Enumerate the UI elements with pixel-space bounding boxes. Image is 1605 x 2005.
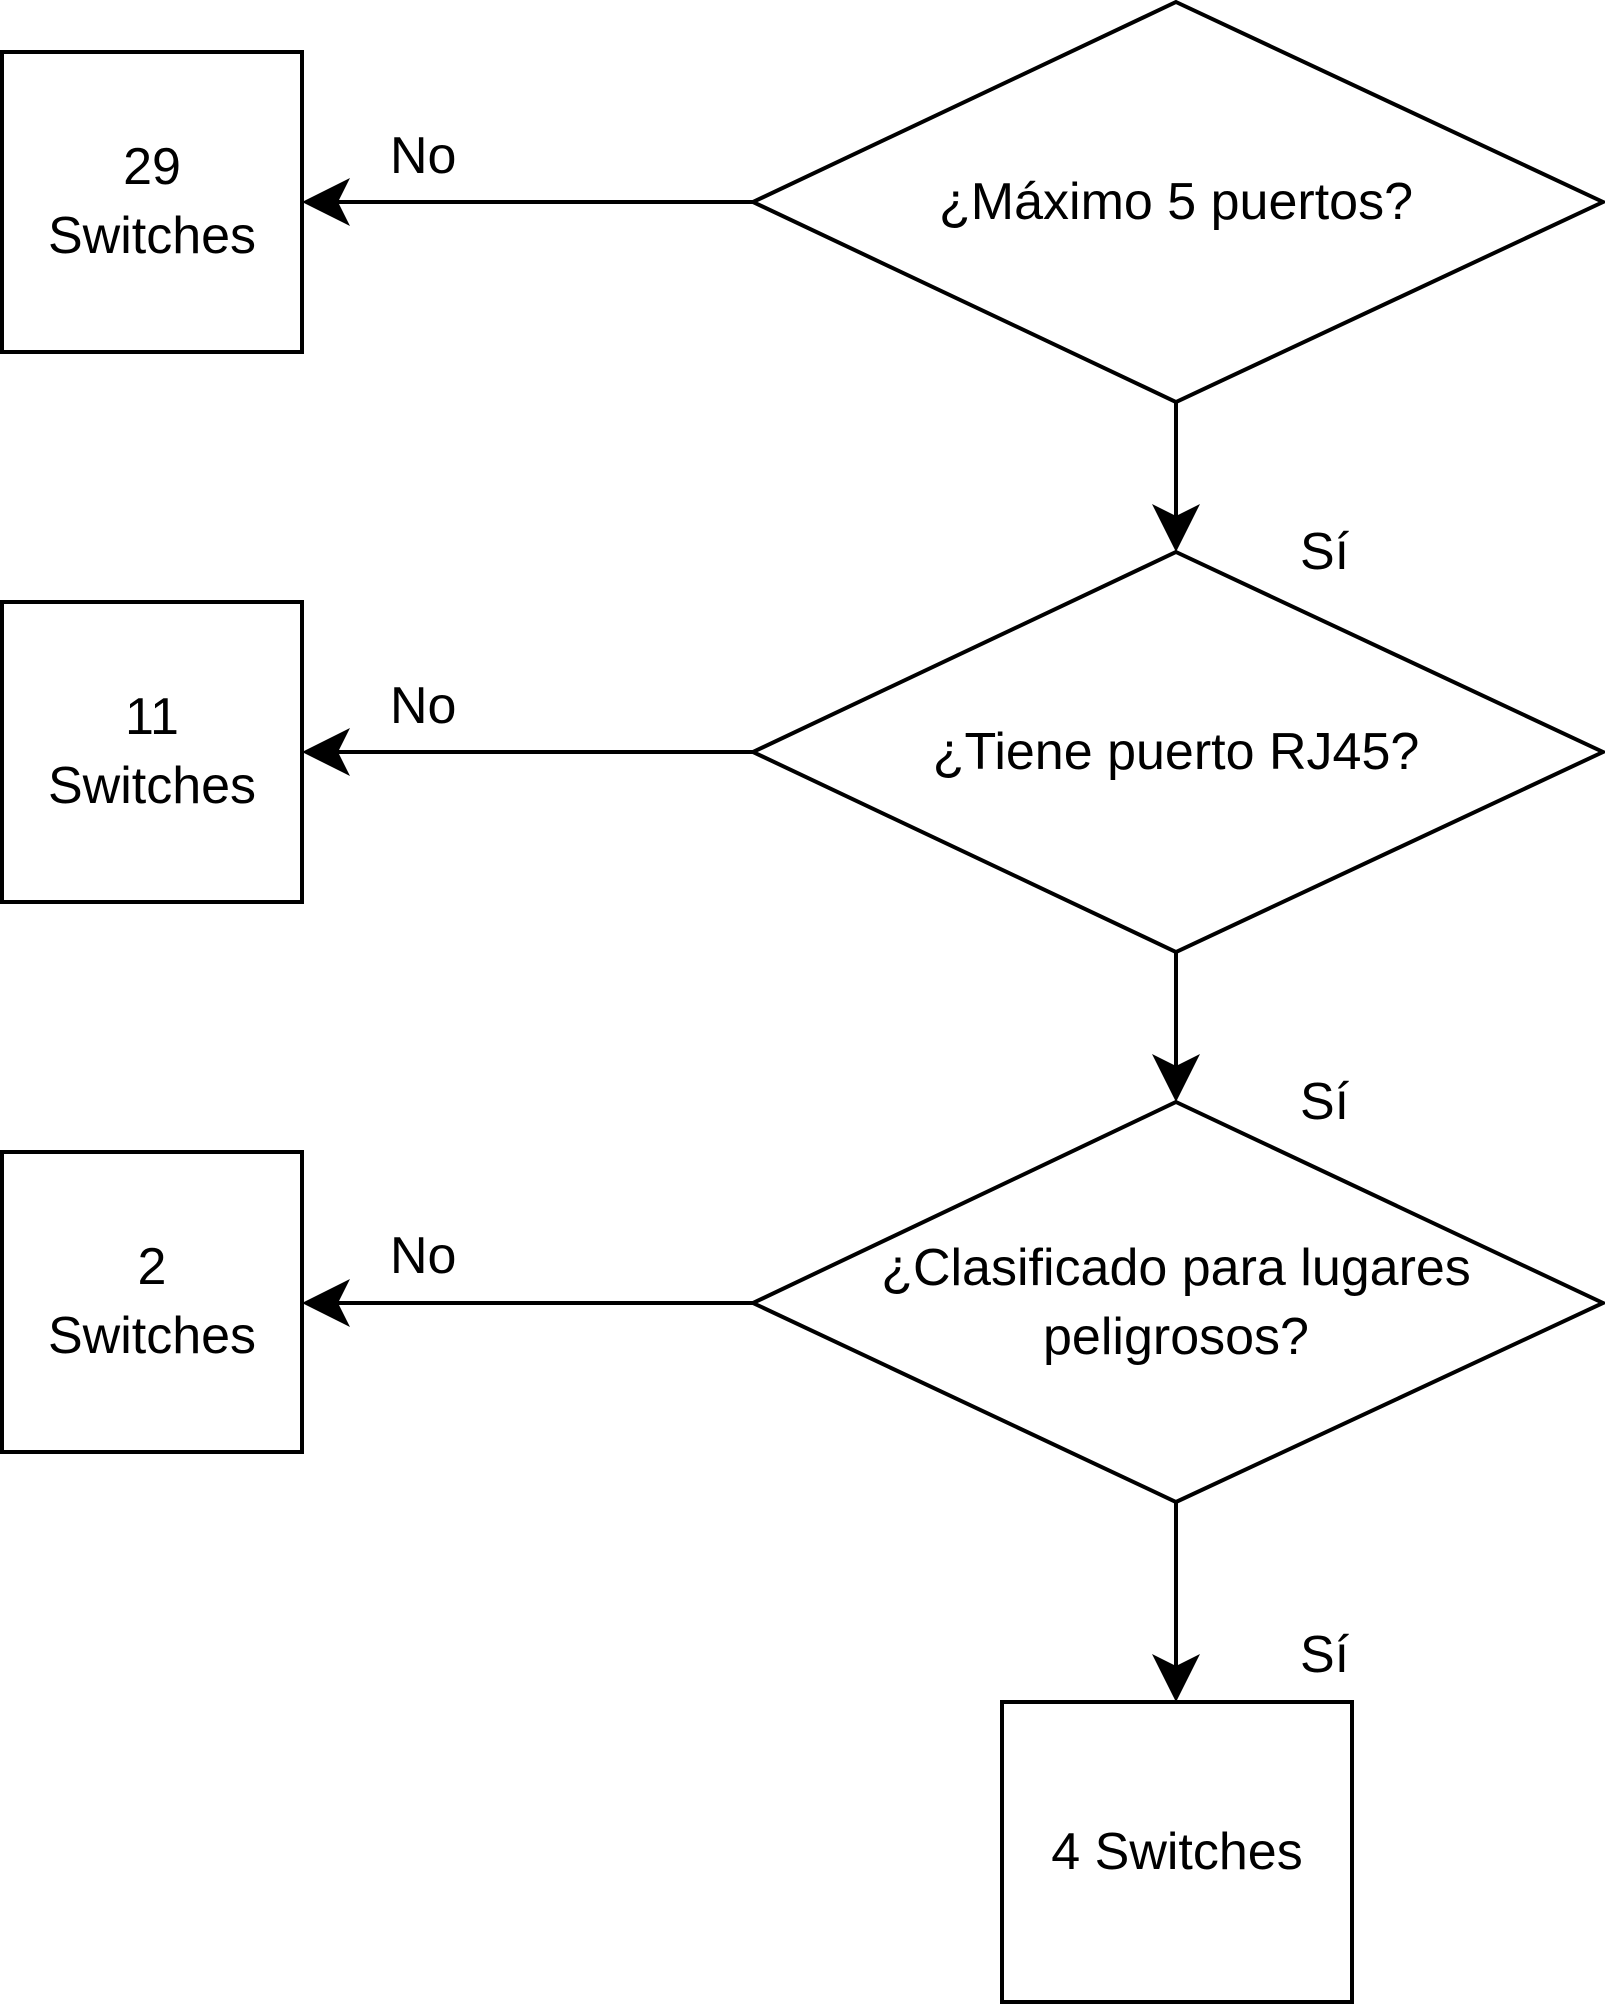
result-box-29	[0, 50, 304, 354]
edge-label-si-1: Sí	[1300, 523, 1350, 581]
edge-label-si-2: Sí	[1300, 1073, 1350, 1131]
edge-label-no-2: No	[390, 677, 457, 735]
decision-line: ¿Máximo 5 puertos?	[939, 172, 1413, 231]
arrowhead-no-3	[302, 1279, 350, 1327]
decision-line: peligrosos?	[1043, 1308, 1309, 1366]
result-box-4	[1000, 1700, 1354, 2004]
result-unit: Switches	[47, 207, 257, 265]
edge-label-no-3: No	[390, 1227, 457, 1285]
arrowhead-no-2	[302, 728, 350, 776]
result-count: 2	[137, 1238, 167, 1296]
result-unit: Switches	[47, 757, 257, 815]
result-count: 11	[125, 688, 179, 746]
result-count: 29	[123, 138, 181, 196]
result-count: 4 Switches	[1051, 1822, 1303, 1881]
arrowhead-no-1	[302, 178, 350, 226]
result-box-2	[0, 1150, 304, 1454]
result-text-4: 4 Switches	[1004, 1702, 1350, 2002]
edge-label-no-1: No	[390, 127, 457, 185]
decision-text-rj45: ¿Tiene puerto RJ45?	[790, 692, 1562, 812]
arrowhead-si-3	[1152, 1654, 1200, 1702]
decision-text-hazardous: ¿Clasificado para lugares peligrosos?	[790, 1233, 1562, 1373]
decision-line: ¿Clasificado para lugares	[881, 1239, 1471, 1297]
result-text-29: 29 Switches	[4, 52, 300, 352]
result-unit: Switches	[47, 1307, 257, 1365]
result-text-2: 2 Switches	[4, 1152, 300, 1452]
arrowhead-si-1	[1152, 504, 1200, 552]
arrowhead-si-2	[1152, 1054, 1200, 1102]
decision-line: ¿Tiene puerto RJ45?	[932, 722, 1420, 781]
result-text-11: 11 Switches	[4, 602, 300, 902]
decision-text-ports: ¿Máximo 5 puertos?	[790, 142, 1562, 262]
edge-label-si-3: Sí	[1300, 1626, 1350, 1684]
